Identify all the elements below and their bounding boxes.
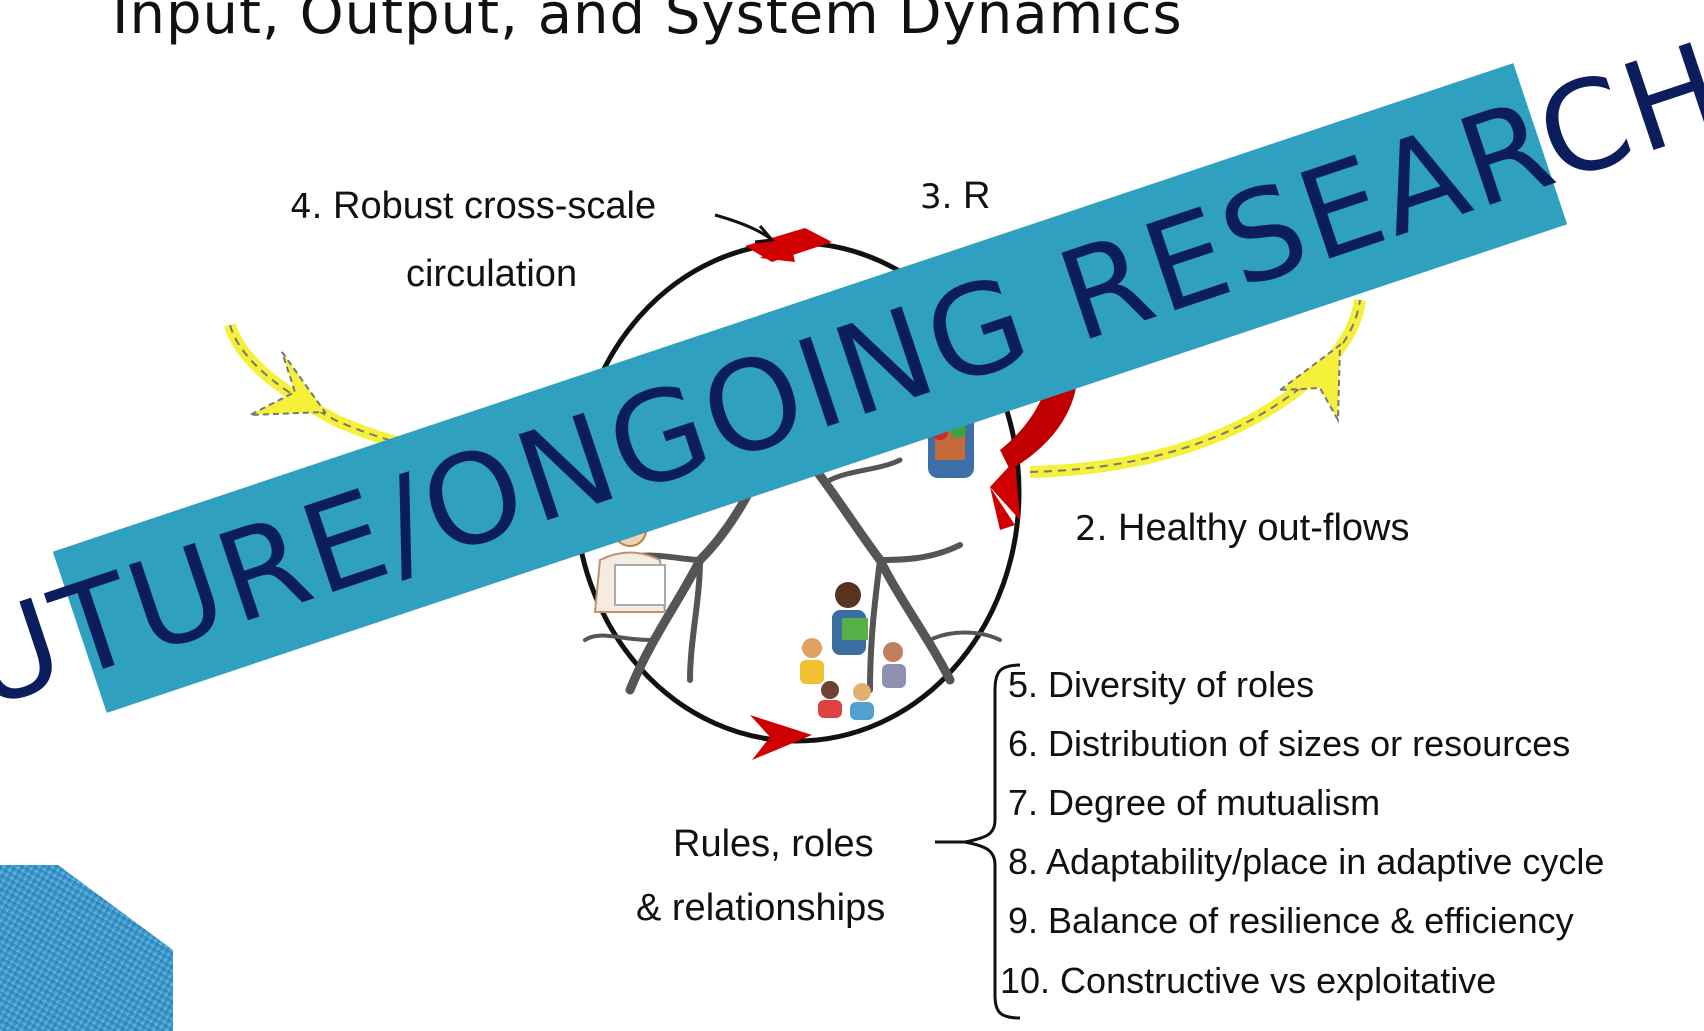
- list-item: 9. Balance of resilience & efficiency: [1008, 900, 1574, 941]
- inflows-number: 3.: [920, 177, 953, 217]
- readers-group-icon: [800, 582, 906, 720]
- circulation-number: 4.: [290, 187, 323, 227]
- rules-line2: & relationships: [636, 887, 886, 929]
- list-item: 6. Distribution of sizes or resources: [1008, 723, 1571, 764]
- corner-decoration-icon: [0, 865, 173, 1031]
- pointer-arrow-icon: [714, 213, 775, 244]
- outflows-number: 2.: [1075, 509, 1108, 549]
- list-item: 8. Adaptability/place in adaptive cycle: [1008, 841, 1605, 882]
- outflows-label: 2. Healthy out-flows: [1075, 507, 1409, 550]
- list-item: 10. Constructive vs exploitative: [1000, 960, 1497, 1001]
- rules-line1: Rules, roles: [673, 823, 874, 865]
- outflows-text: Healthy out-flows: [1118, 507, 1410, 549]
- inflows-fragment: R: [963, 175, 991, 217]
- circulation-line1: Robust cross-scale: [333, 185, 657, 227]
- inflows-label: 3. R: [920, 175, 990, 218]
- yellow-outflow-arrow-icon: [1029, 299, 1366, 478]
- red-arrow-right-icon: [990, 460, 1020, 530]
- list-brace: [935, 663, 1021, 1020]
- slide-title: Input, Output, and System Dynamics: [112, 0, 1183, 47]
- circulation-label: 4. Robust cross-scale: [290, 185, 656, 228]
- list-item: 7. Degree of mutualism: [1008, 782, 1381, 823]
- red-arrow-bottom-icon: [750, 715, 812, 760]
- list-item: 5. Diversity of roles: [1008, 664, 1315, 705]
- red-arrow-top-icon: [745, 228, 832, 262]
- circulation-line2: circulation: [406, 253, 578, 295]
